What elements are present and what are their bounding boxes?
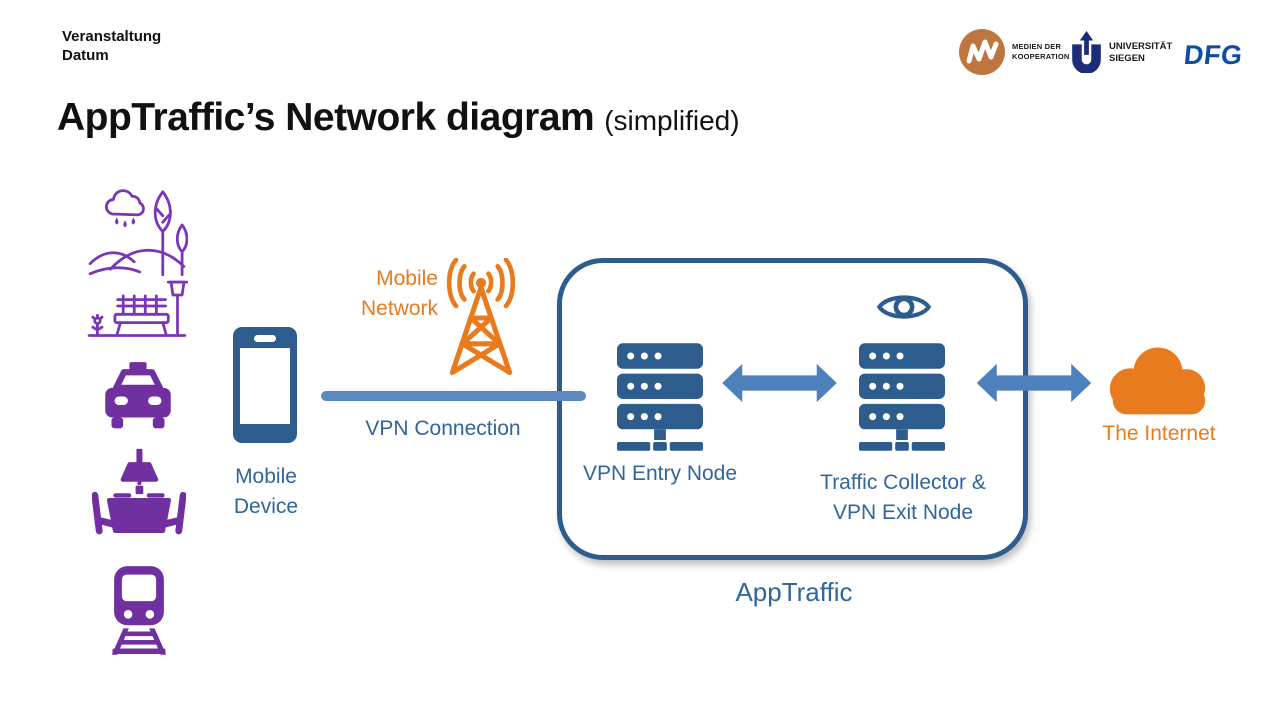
vpn-connection-label: VPN Connection xyxy=(365,417,521,440)
title-suffix: (simplified) xyxy=(604,105,740,136)
cloud-icon xyxy=(1109,347,1206,415)
radio-tower-icon xyxy=(446,258,516,375)
taxi-icon xyxy=(105,362,171,429)
internet-label: The Internet xyxy=(1102,422,1216,445)
dining-table-icon xyxy=(92,448,186,535)
train-icon xyxy=(111,566,167,655)
double-arrow-icon xyxy=(722,363,837,403)
title-main: AppTraffic’s Network diagram xyxy=(57,96,595,139)
mdk-logo-icon xyxy=(959,29,1005,75)
eye-icon xyxy=(876,295,932,319)
traffic-collector-label: Traffic Collector & VPN Exit Node xyxy=(820,471,986,524)
apptraffic-box-label: AppTraffic xyxy=(735,577,853,607)
vpn-connection-line xyxy=(321,391,586,401)
traffic-collector-server-icon xyxy=(859,343,945,451)
smartphone-icon xyxy=(233,327,297,443)
mobile-network-label: Mobile Network xyxy=(360,267,438,320)
double-arrow-icon xyxy=(976,363,1092,403)
park-scene-icon xyxy=(87,189,188,337)
mdk-logo-text: MEDIEN DER KOOPERATION xyxy=(1012,42,1070,61)
vpn-entry-server-icon xyxy=(617,343,703,451)
mdk-logo: MEDIEN DER KOOPERATION xyxy=(959,29,1069,75)
page-title: AppTraffic’s Network diagram (simplified) xyxy=(57,96,740,140)
dfg-logo: DFG xyxy=(1182,40,1245,70)
vpn-entry-node-label: VPN Entry Node xyxy=(582,462,738,485)
event-label: Veranstaltung xyxy=(62,28,162,45)
date-label: Datum xyxy=(62,47,109,64)
event-date-block: Veranstaltung Datum xyxy=(62,27,161,65)
siegen-logo-icon xyxy=(1072,31,1101,73)
mobile-device-label: Mobile Device xyxy=(233,465,299,518)
siegen-logo: UNIVERSITÄT SIEGEN xyxy=(1070,31,1172,73)
siegen-logo-text: UNIVERSITÄT SIEGEN xyxy=(1109,41,1173,64)
